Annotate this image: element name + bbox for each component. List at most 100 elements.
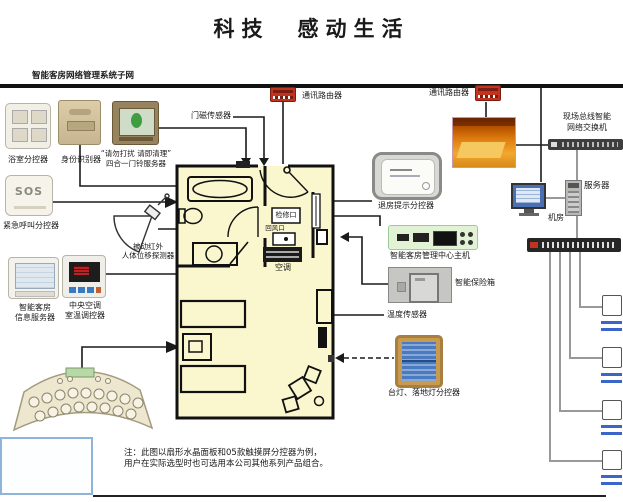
- host-board-device: [388, 225, 478, 250]
- id-reader-label: 身份识别器: [61, 155, 101, 164]
- floor-lamp-point: [328, 355, 334, 362]
- terminal-device: [602, 295, 622, 316]
- field-switch-device: [548, 139, 623, 150]
- host-dot: [460, 232, 465, 237]
- switch-label-2: 网络交换机: [567, 123, 607, 132]
- wardrobe-door: [229, 241, 249, 265]
- sos-strip: [14, 206, 46, 209]
- floorplan-walls: [175, 161, 335, 420]
- rack-power: [530, 242, 538, 248]
- hvac-button: [87, 287, 94, 293]
- hvac-button: [69, 287, 76, 293]
- checkout-dot: [422, 182, 430, 190]
- subnet-label: 智能客房网络管理系统子网: [32, 71, 135, 81]
- access-port-box: [271, 207, 301, 224]
- return-air-label: 回风口: [265, 224, 285, 232]
- machine-room-label: 机房: [548, 213, 564, 222]
- terminal-device: [602, 400, 622, 420]
- info-server-label-1: 智能客房: [19, 303, 51, 312]
- legend-box: [0, 437, 93, 495]
- host-dot: [468, 232, 473, 237]
- host-label: 智能客房管理中心主机: [390, 251, 470, 260]
- checkout-text-line: [390, 169, 412, 171]
- router-left-icon: [270, 87, 296, 102]
- switch-port: [551, 142, 557, 147]
- sofa-set: [281, 365, 325, 414]
- host-port: [397, 234, 409, 241]
- safe-label: 智能保险箱: [455, 278, 495, 287]
- router-slot: [478, 88, 498, 91]
- footnote-line-1: 注：此图以扇形水晶面板和05款触摸屏分控器为例，: [124, 448, 322, 458]
- router-ports: [478, 95, 498, 98]
- router-left-label: 通讯路由器: [302, 91, 342, 100]
- switch-ports: [562, 142, 618, 147]
- panel-button: [12, 128, 28, 142]
- safe-device: [388, 267, 452, 303]
- terminal-label-bars: [601, 319, 622, 331]
- terminal-device: [602, 450, 622, 470]
- hvac-readout: [74, 266, 89, 275]
- connector-lines-gray: [546, 150, 602, 462]
- router-right-icon: [475, 85, 501, 101]
- photo-bed: [456, 142, 506, 158]
- door-sensor-label: 门磁传感器: [191, 111, 231, 120]
- host-dot: [460, 240, 465, 245]
- hvac-controller-device: [62, 255, 106, 298]
- rack-ports: [542, 242, 616, 248]
- doorbell-label-2: 四合一门铃服务器: [106, 159, 166, 168]
- checkout-text-line: [390, 175, 420, 177]
- footnote-line-2: 用户在实际选型时也可选用本公司其他系列产品组合。: [124, 459, 329, 469]
- bathroom-controller-label: 浴室分控器: [8, 155, 48, 164]
- sos-label: 紧急呼叫分控器: [3, 221, 59, 230]
- info-server-keys: [15, 291, 55, 297]
- machine-room-monitor: [511, 183, 546, 209]
- terminal-label-bars: [601, 423, 622, 435]
- router-slot: [273, 90, 293, 93]
- server-label: 服务器: [584, 181, 610, 191]
- info-server-device: [8, 257, 59, 299]
- hvac-label-2: 室温调控器: [65, 311, 105, 320]
- ac-label: 空调: [275, 263, 291, 272]
- monitor-screen: [516, 188, 540, 203]
- hvac-button: [96, 287, 101, 293]
- host-port: [413, 233, 429, 242]
- reader-slot: [69, 109, 91, 115]
- bus-line: [0, 84, 623, 497]
- lamp-label: 台灯、落地灯分控器: [388, 388, 460, 397]
- bedside-panel: [182, 333, 212, 361]
- lamp-screen-divider: [402, 360, 436, 362]
- checkout-face: [381, 159, 435, 195]
- tv: [318, 327, 327, 348]
- access-port-label: 检修口: [275, 211, 297, 219]
- bed-2: [179, 364, 247, 394]
- doorbell-figure: [131, 113, 142, 128]
- doorbell-server-device: [112, 101, 159, 145]
- pir-detector-icon: [113, 193, 170, 253]
- panel-button: [31, 128, 47, 142]
- patch-rack-device: [527, 238, 621, 252]
- lamp-controller-device: [395, 335, 443, 388]
- sos-text: SOS: [14, 185, 44, 198]
- panel-button: [12, 110, 28, 124]
- monitor-base: [519, 213, 539, 216]
- doorbell-base: [119, 137, 153, 141]
- photo-ceiling: [453, 118, 515, 126]
- entry-door: [259, 166, 309, 198]
- wall-safe-box: [316, 229, 328, 245]
- bathroom-door: [227, 206, 259, 238]
- door-sensor-block: [236, 161, 250, 168]
- reader-window: [67, 121, 95, 131]
- hvac-label-1: 中央空调: [69, 301, 101, 310]
- safe-slot: [415, 278, 425, 281]
- panel-button: [31, 110, 47, 124]
- server-tower-device: [565, 180, 582, 216]
- hvac-button: [78, 287, 85, 293]
- router-ports: [273, 96, 293, 99]
- checkout-reminder-device: [372, 152, 442, 200]
- temp-sensor-label: 温度传感器: [387, 310, 427, 319]
- checkout-label: 退房提示分控器: [378, 201, 434, 210]
- terminal-device: [602, 347, 622, 368]
- switch-label-1: 现场总线智能: [563, 112, 611, 121]
- room-photo: [452, 117, 516, 168]
- host-dot: [468, 240, 473, 245]
